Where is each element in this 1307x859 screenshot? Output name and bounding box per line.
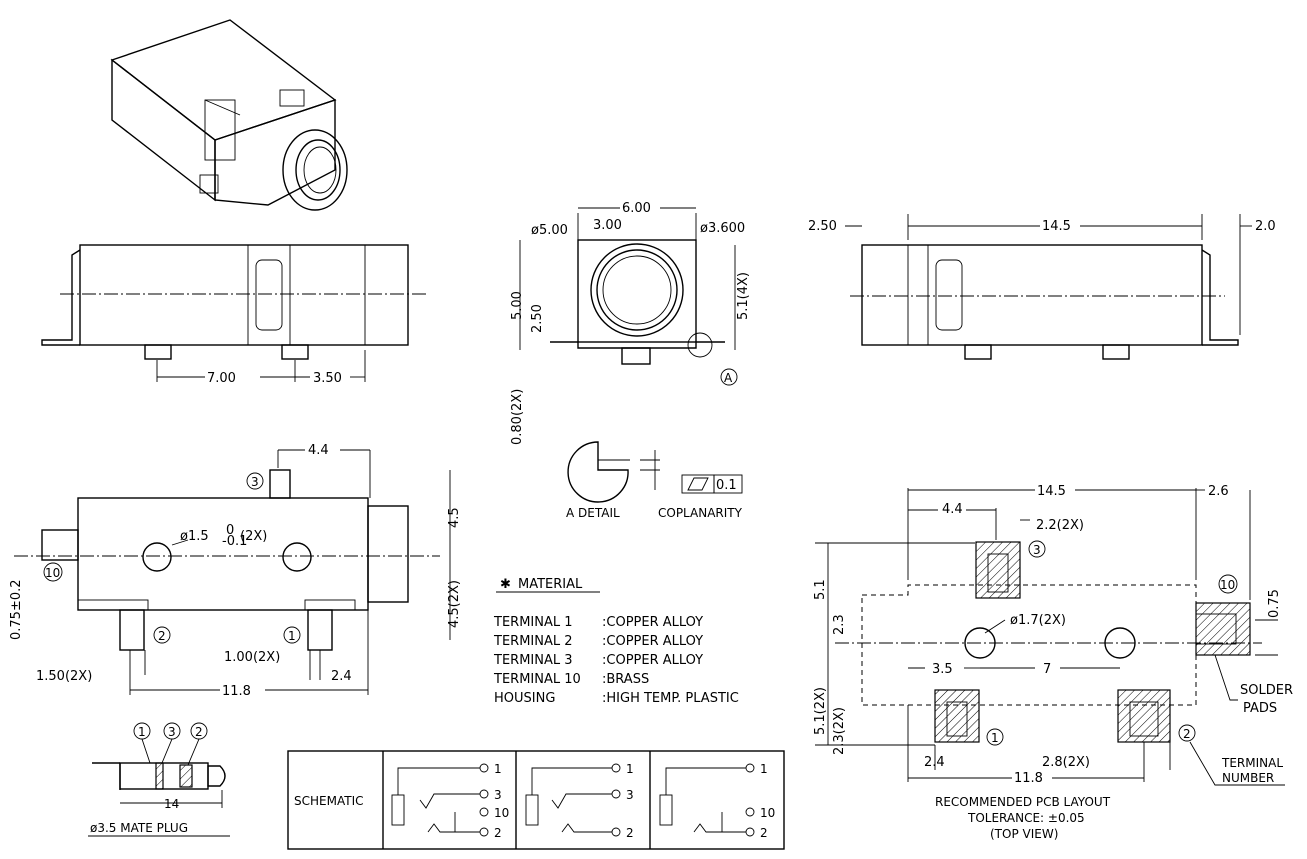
- sch2-p1: 1: [626, 762, 634, 776]
- plug-dim-14: 14: [164, 797, 179, 811]
- term-3: 3: [251, 475, 259, 489]
- pcb-dim-28: 2.8(2X): [1042, 755, 1090, 770]
- dim-24: 2.4: [331, 669, 352, 684]
- pcb-term-10: 10: [1220, 578, 1235, 592]
- detail-ref: A: [724, 371, 733, 385]
- detail-label: A DETAIL: [566, 506, 620, 520]
- material-star: ✱: [500, 577, 511, 592]
- mat-val-4: :BRASS: [602, 672, 649, 687]
- term-1: 1: [288, 629, 296, 643]
- mat-name-5: HOUSING: [494, 691, 555, 706]
- dim-700: 7.00: [207, 371, 236, 386]
- dim-dia-500: ø5.00: [531, 223, 568, 238]
- sch1-p10: 10: [494, 806, 509, 820]
- plug-caption: ø3.5 MATE PLUG: [90, 821, 188, 835]
- pcb-dim-35: 3.5: [932, 662, 953, 677]
- pcb-dim-075: 0.75: [1267, 589, 1282, 618]
- sch3-p10: 10: [760, 806, 775, 820]
- sch2-p3: 3: [626, 788, 634, 802]
- dim-44: 4.4: [308, 443, 329, 458]
- pcb-dim-51: 5.1: [813, 579, 828, 600]
- material-title: MATERIAL: [518, 577, 583, 592]
- pcb-dim-7: 7: [1043, 662, 1051, 677]
- hole-tol-up: 0: [226, 523, 234, 538]
- coplanarity-label: COPLANARITY: [658, 506, 743, 520]
- pcb-dim-145: 14.5: [1037, 484, 1066, 499]
- plug-term-3: 3: [168, 725, 176, 739]
- mat-name-4: TERMINAL 10: [493, 672, 581, 687]
- sch3-p2: 2: [760, 826, 768, 840]
- schematic-table: SCHEMATIC 1 3 10 2 1 3 2 1 10 2: [287, 750, 785, 850]
- schematic-label: SCHEMATIC: [294, 794, 363, 808]
- dim-350: 3.50: [313, 371, 342, 386]
- pads-label: PADS: [1243, 701, 1277, 716]
- pcb-dim-44: 4.4: [942, 502, 963, 517]
- pcb-term-3: 3: [1033, 543, 1041, 557]
- dim-51-4x: 5.1(4X): [736, 272, 751, 320]
- hole-tol-dn: -0.1: [222, 534, 247, 549]
- mate-plug: 14 1 3 2 ø3.5 MATE PLUG: [88, 722, 230, 837]
- dim-075-side: 0.75±0.2: [9, 579, 24, 640]
- solder-label: SOLDER: [1240, 683, 1293, 698]
- pcb-dim-24: 2.4: [924, 755, 945, 770]
- pcb-dim-22: 2.2(2X): [1036, 518, 1084, 533]
- dim-250: 2.50: [530, 304, 545, 333]
- pcb-dim-23-2x: 2.3(2X): [832, 707, 847, 755]
- sch1-p3: 3: [494, 788, 502, 802]
- pcb-term-1: 1: [991, 731, 999, 745]
- dim-45: 4.5: [447, 507, 462, 528]
- mat-val-2: :COPPER ALLOY: [602, 634, 703, 649]
- pcb-caption-2: TOLERANCE: ±0.05: [967, 811, 1085, 825]
- end-view: 6.00 ø5.00 3.00 ø3.600 5.00 2.50 5.1(4X)…: [510, 201, 751, 445]
- detail-a: 0.1 A DETAIL COPLANARITY: [566, 441, 743, 520]
- pcb-dim-23: 2.3: [832, 614, 847, 635]
- pcb-dim-26: 2.6: [1208, 484, 1229, 499]
- pcb-term-2: 2: [1183, 727, 1191, 741]
- front-view: 7.00 3.50: [41, 244, 428, 386]
- term-10: 10: [45, 566, 60, 580]
- dim-500: 5.00: [510, 291, 525, 320]
- pcb-dim-51-2x: 5.1(2X): [813, 687, 828, 735]
- sch1-p2: 2: [494, 826, 502, 840]
- term-2: 2: [158, 629, 166, 643]
- sch3-p1: 1: [760, 762, 768, 776]
- dim-150: 1.50(2X): [36, 669, 92, 684]
- dim-145: 14.5: [1042, 219, 1071, 234]
- material-table: ✱ MATERIAL TERMINAL 1 :COPPER ALLOY TERM…: [493, 577, 739, 706]
- dim-hole: ø1.5: [180, 529, 209, 544]
- terminal-label: TERMINAL: [1221, 756, 1283, 770]
- sch1-p1: 1: [494, 762, 502, 776]
- bottom-view: 4.4 4.5 4.5(2X) ø1.5 0 -0.1 (2X) 0.75±0.…: [9, 443, 462, 699]
- sch2-p2: 2: [626, 826, 634, 840]
- dim-100: 1.00(2X): [224, 650, 280, 665]
- dim-600: 6.00: [622, 201, 651, 216]
- dim-118: 11.8: [222, 684, 251, 699]
- dim-250-side: 2.50: [808, 219, 837, 234]
- dim-080-2x: 0.80(2X): [510, 389, 525, 445]
- pcb-dim-118: 11.8: [1014, 771, 1043, 786]
- number-label: NUMBER: [1222, 771, 1274, 785]
- dim-dia-3600: ø3.600: [700, 221, 745, 236]
- dim-hole-qty: (2X): [240, 529, 267, 544]
- isometric-view: [110, 19, 348, 211]
- plug-term-2: 2: [195, 725, 203, 739]
- pcb-caption-1: RECOMMENDED PCB LAYOUT: [935, 795, 1111, 809]
- dim-20: 2.0: [1255, 219, 1276, 234]
- pcb-layout: 14.5 2.6 4.4 2.2(2X) 5.1 2.3 ø1.7(2X) 3.…: [813, 484, 1293, 841]
- coplanarity-value: 0.1: [716, 478, 737, 493]
- pcb-dim-17: ø1.7(2X): [1010, 613, 1066, 628]
- mat-name-3: TERMINAL 3: [493, 653, 573, 668]
- mat-name-1: TERMINAL 1: [493, 615, 573, 630]
- dim-45-2x: 4.5(2X): [447, 580, 462, 628]
- mat-val-3: :COPPER ALLOY: [602, 653, 703, 668]
- side-view: 14.5 2.50 2.0: [808, 214, 1276, 360]
- mat-val-1: :COPPER ALLOY: [602, 615, 703, 630]
- mat-val-5: :HIGH TEMP. PLASTIC: [602, 691, 739, 706]
- plug-term-1: 1: [138, 725, 146, 739]
- pcb-caption-3: (TOP VIEW): [990, 827, 1058, 841]
- mat-name-2: TERMINAL 2: [493, 634, 573, 649]
- dim-300: 3.00: [593, 218, 622, 233]
